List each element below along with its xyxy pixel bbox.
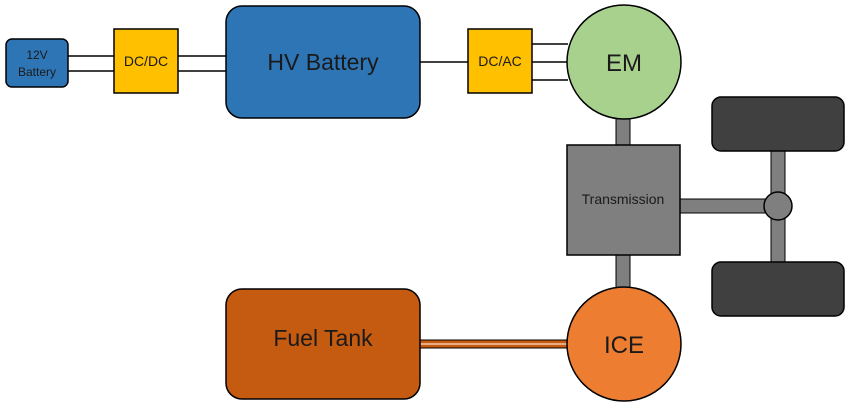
- hv-battery-shape: [225, 5, 421, 119]
- fuel-tank-label: Fuel Tank: [273, 325, 373, 351]
- dcdc-shape: [113, 28, 179, 94]
- shaft-transmission-ice: [615, 253, 631, 291]
- ice-shape: [566, 286, 682, 402]
- hv-battery-block: HV Battery: [225, 5, 421, 119]
- hv-battery-label: HV Battery: [267, 49, 379, 75]
- fuel-line: [419, 339, 571, 349]
- battery-12v-label-line1: 12V: [26, 48, 47, 62]
- dcac-shape: [467, 28, 533, 94]
- battery-12v-shape: [5, 38, 69, 88]
- transmission-block: Transmission: [566, 144, 681, 256]
- wheel-bottom: [711, 261, 845, 317]
- differential-joint: [763, 191, 793, 221]
- fuel-tank-shape: [225, 288, 421, 400]
- em-label: EM: [606, 50, 642, 77]
- transmission-label: Transmission: [582, 191, 665, 207]
- shaft-em-transmission: [615, 117, 631, 147]
- shaft-transmission-axle: [679, 198, 767, 214]
- ice-label: ICE: [604, 332, 644, 359]
- dcdc-converter-block: DC/DC: [113, 28, 179, 94]
- dcac-label: DC/AC: [478, 53, 522, 69]
- dcac-inverter-block: DC/AC: [467, 28, 533, 94]
- ice-engine-block: ICE: [566, 286, 682, 402]
- transmission-shape: [566, 144, 681, 256]
- wheels: [711, 96, 845, 317]
- electric-motor-block: EM: [566, 4, 682, 120]
- electrical-connections: [68, 43, 568, 81]
- em-shape: [566, 4, 682, 120]
- battery-12v-label-line2: Battery: [18, 65, 56, 79]
- dcdc-label: DC/DC: [124, 53, 168, 69]
- fuel-tank-block: Fuel Tank: [225, 288, 421, 400]
- wheel-top: [711, 96, 845, 152]
- battery-12v-block: 12V Battery: [5, 38, 69, 88]
